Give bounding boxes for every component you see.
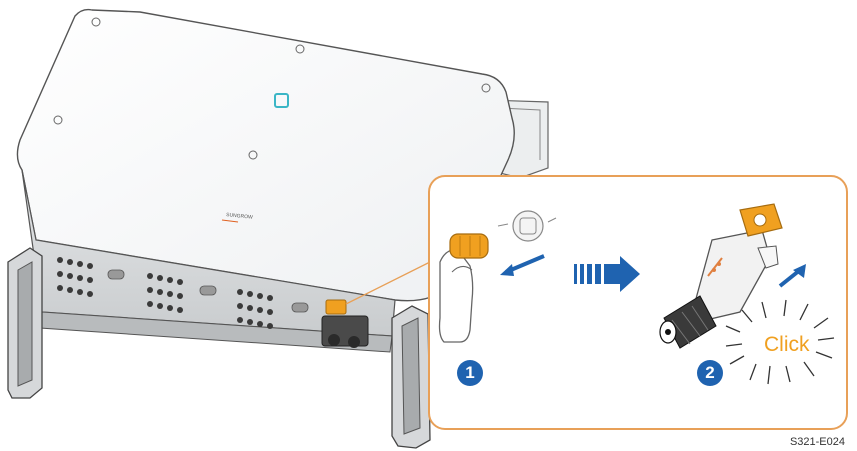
figure-code: S321-E024 <box>789 436 845 448</box>
step-2-badge: 2 <box>697 360 723 386</box>
hand-icon <box>438 249 474 343</box>
mc4-connector-icon <box>659 203 783 349</box>
status-indicator-icon <box>274 93 289 108</box>
insert-arrow-icon <box>778 264 806 288</box>
dust-cap-icon <box>449 233 489 259</box>
detail-callout <box>428 175 848 430</box>
brand-logo: SUNGROW <box>226 212 253 221</box>
highlighted-connector <box>325 299 347 315</box>
step-2-illustration <box>659 203 835 385</box>
click-label: Click <box>764 333 810 356</box>
pull-arrow-icon <box>500 254 545 276</box>
click-burst-icon <box>725 299 835 385</box>
dust-cap-outline-icon <box>497 210 557 242</box>
callout-leader-line <box>345 261 431 305</box>
right-arrow-icon <box>574 256 640 292</box>
step-1-illustration <box>438 210 557 343</box>
step-1-badge: 1 <box>457 360 483 386</box>
inverter-illustration: SUNGROW <box>7 8 549 449</box>
